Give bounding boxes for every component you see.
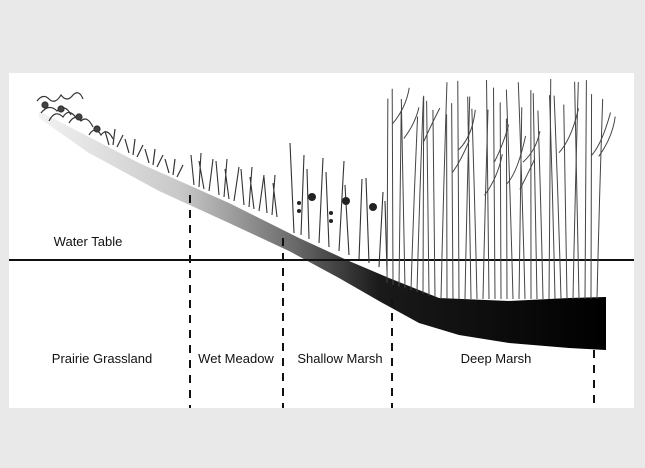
reed-stem bbox=[572, 82, 579, 300]
prairie-plants bbox=[36, 92, 184, 178]
wet-meadow-plants bbox=[190, 152, 278, 218]
reed-stem bbox=[440, 82, 448, 300]
reed-stem bbox=[493, 87, 496, 300]
reed-stem bbox=[422, 95, 425, 294]
reed-stem bbox=[386, 98, 389, 284]
zone-label-deep-marsh: Deep Marsh bbox=[460, 351, 532, 366]
reed-stem bbox=[400, 98, 406, 289]
reed-leaf bbox=[484, 154, 503, 196]
reed-leaf bbox=[522, 130, 541, 163]
reed-stem bbox=[471, 108, 478, 300]
zone-label-wet-meadow: Wet Meadow bbox=[198, 351, 274, 366]
reed-stem bbox=[574, 81, 580, 300]
reed-stem bbox=[505, 89, 514, 300]
reed-stem bbox=[596, 98, 604, 300]
reed-stem bbox=[517, 82, 526, 300]
reed-leaf bbox=[422, 107, 441, 143]
reed-stem bbox=[432, 109, 436, 298]
reed-stem bbox=[590, 94, 593, 300]
reed-stem bbox=[426, 100, 430, 296]
shallow-marsh-plants bbox=[289, 142, 388, 272]
reed-stem bbox=[505, 118, 508, 300]
reed-stem bbox=[451, 103, 454, 300]
wetland-zonation-diagram: Water Table Prairie Grassland Wet Meadow… bbox=[9, 73, 634, 408]
reed-stem bbox=[563, 104, 568, 300]
reed-stem bbox=[398, 110, 402, 287]
water-table-label: Water Table bbox=[53, 234, 123, 249]
reed-stem bbox=[457, 80, 460, 300]
zone-label-prairie-grassland: Prairie Grassland bbox=[51, 351, 153, 366]
reed-stem bbox=[464, 96, 471, 300]
reed-leaf bbox=[452, 140, 470, 173]
reed-leaf bbox=[458, 109, 476, 151]
deep-marsh-reeds bbox=[386, 79, 616, 300]
soil-slope bbox=[39, 111, 606, 350]
reed-stem bbox=[410, 116, 419, 291]
reed-leaf bbox=[403, 107, 420, 139]
reed-stem bbox=[537, 110, 544, 300]
zone-label-shallow-marsh: Shallow Marsh bbox=[297, 351, 383, 366]
reed-stem bbox=[548, 79, 552, 300]
reed-stem bbox=[416, 96, 424, 293]
zone-dividers bbox=[189, 195, 595, 408]
reed-leaf bbox=[598, 116, 616, 157]
reed-stem bbox=[532, 93, 538, 300]
reed-stem bbox=[486, 79, 490, 300]
reed-stem bbox=[391, 88, 394, 285]
reed-stem bbox=[499, 102, 502, 300]
reed-leaf bbox=[506, 135, 527, 185]
reed-stem bbox=[518, 107, 523, 300]
reed-leaf bbox=[392, 87, 410, 124]
diagram-illustration bbox=[9, 79, 634, 408]
reed-stem bbox=[584, 80, 587, 300]
reed-stem bbox=[553, 95, 562, 300]
reed-stem bbox=[467, 96, 472, 300]
reed-stem bbox=[549, 95, 556, 300]
